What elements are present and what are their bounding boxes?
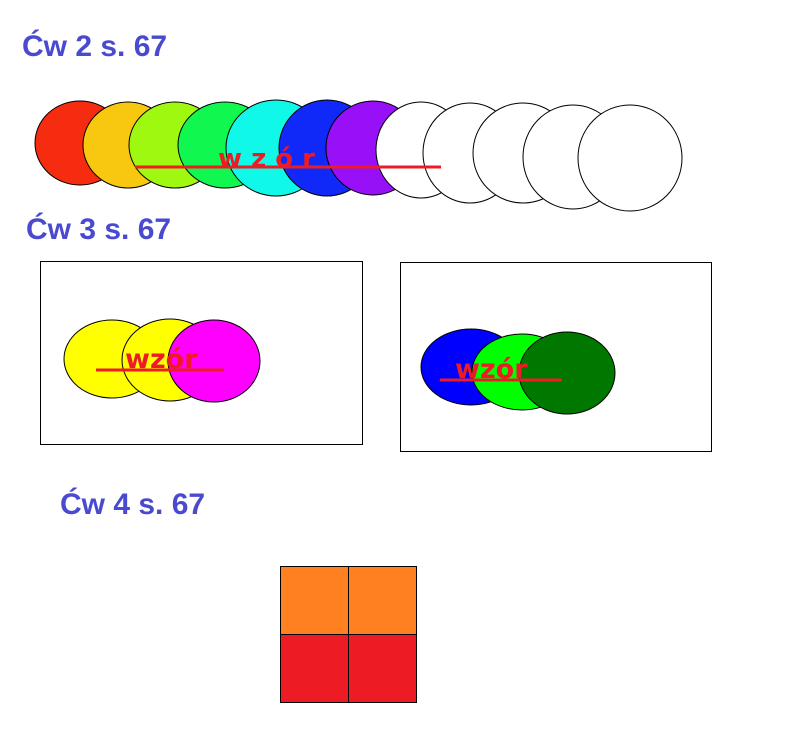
exercise-2-circles (34, 99, 683, 212)
color-circle (577, 104, 683, 212)
exercise-3-right-box (400, 262, 712, 452)
grid-square (348, 566, 417, 635)
pattern-label: w z ó r (218, 144, 315, 174)
grid-square (280, 634, 349, 703)
exercise-3-right-circles (420, 328, 616, 415)
color-circle (518, 331, 616, 415)
exercise-3-left-box (40, 261, 363, 445)
grid-square (348, 634, 417, 703)
exercise-4-grid (280, 566, 417, 703)
exercise-3-left-circles (63, 318, 261, 403)
heading-exercise-3: Ćw 3 s. 67 (26, 212, 171, 246)
heading-exercise-2: Ćw 2 s. 67 (22, 29, 167, 63)
grid-square (280, 566, 349, 635)
color-circle (167, 319, 261, 403)
heading-exercise-4: Ćw 4 s. 67 (60, 487, 205, 521)
